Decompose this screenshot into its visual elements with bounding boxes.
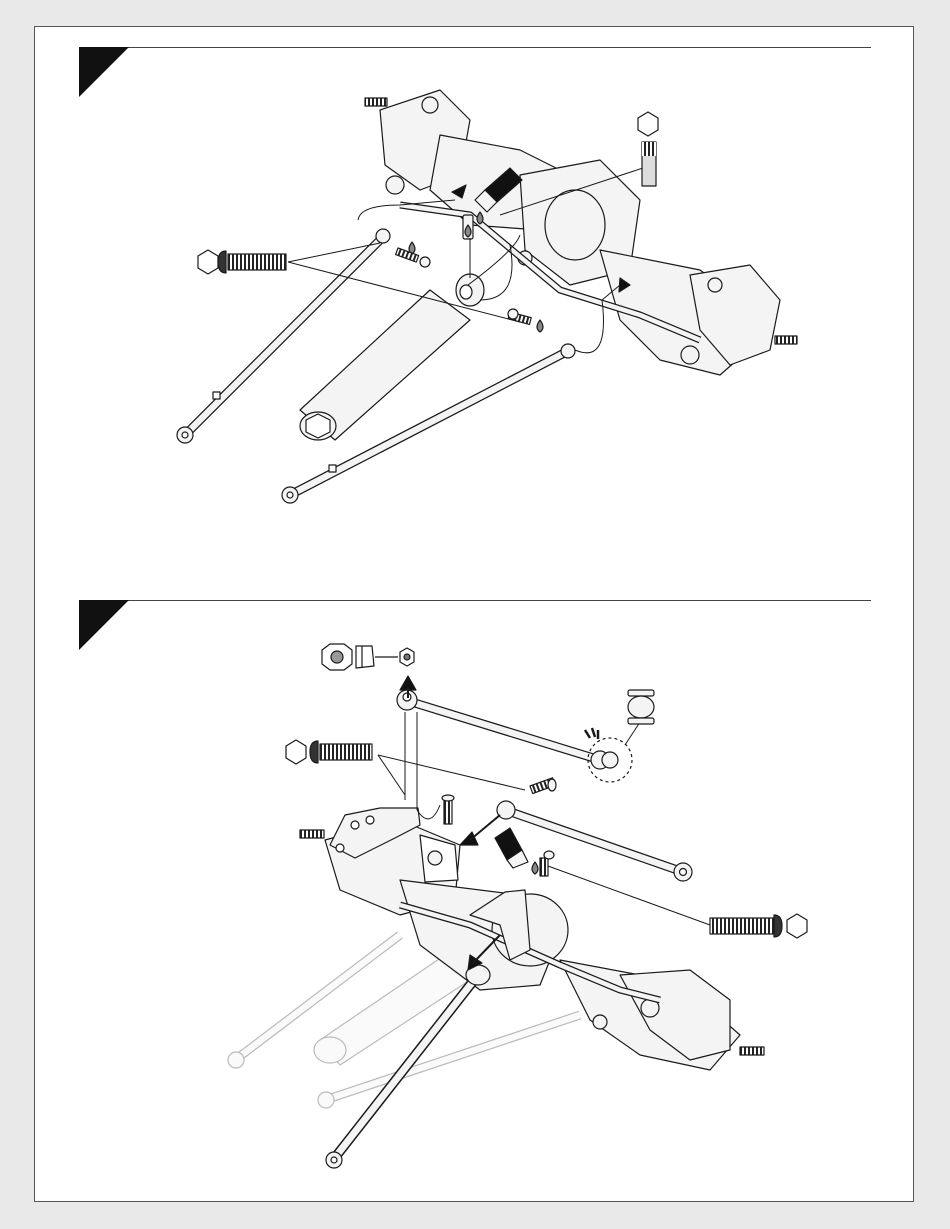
arrow-link-in [460, 832, 478, 845]
screw-step2-c [540, 851, 554, 876]
screw-step2-b [530, 778, 556, 794]
left-screw-callout [286, 740, 372, 764]
steering-link [497, 801, 692, 881]
step-2-illustration [228, 644, 807, 1168]
step-1-illustration [177, 90, 797, 503]
ball-end-callout [628, 690, 654, 724]
nylon-nut-callout [322, 644, 414, 670]
arrow-nut-up [400, 676, 416, 690]
button-head-screw-callout [198, 250, 286, 274]
snap-indicator [585, 728, 598, 739]
drag-link [397, 690, 609, 769]
set-screw-callout [638, 112, 658, 186]
screw-step2-a [442, 795, 454, 824]
socket-wrench-tool [300, 274, 484, 440]
right-screw-callout [710, 914, 807, 938]
threadlock-tube-2 [495, 828, 528, 868]
